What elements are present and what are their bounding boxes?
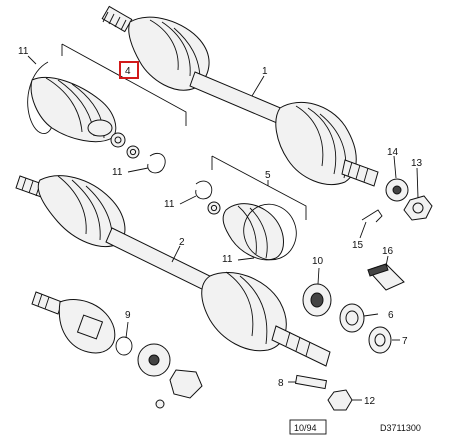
- callout-8: 8: [278, 378, 284, 389]
- callout-1: 1: [262, 66, 268, 77]
- callout-4-highlight: [119, 61, 139, 79]
- date-code: 10/94: [294, 423, 317, 433]
- callout-6: 6: [388, 310, 394, 321]
- callout-9: 9: [125, 310, 131, 321]
- callout-16: 16: [382, 246, 394, 257]
- callout-11-bottom: 11: [222, 254, 233, 265]
- hub-parts-right: [294, 178, 433, 411]
- drive-shaft-upper: [101, 5, 379, 187]
- callout-11-top: 11: [18, 46, 29, 57]
- boot-kit-middle: [195, 155, 307, 261]
- joint-parts-bottom-left: [31, 291, 203, 409]
- date-code-box: [289, 419, 327, 435]
- footer: 10/94 D3711300: [289, 419, 421, 435]
- callout-15: 15: [352, 240, 364, 251]
- callout-14: 14: [387, 147, 399, 158]
- callout-4: 4: [125, 66, 131, 77]
- reference-code: D3711300: [380, 423, 421, 433]
- callout-5: 5: [265, 170, 271, 181]
- callout-7: 7: [402, 336, 408, 347]
- callout-11-left: 11: [112, 167, 123, 178]
- callout-12: 12: [364, 396, 376, 407]
- callout-2: 2: [179, 237, 185, 248]
- boot-kit-left: [27, 43, 187, 174]
- callout-13: 13: [411, 158, 423, 169]
- leader-lines: [27, 55, 419, 401]
- callout-11-mid: 11: [164, 199, 175, 210]
- callout-10: 10: [312, 256, 324, 267]
- callouts: 1 2 4 5 6 7 8 9 10 11 11 11 11 12 13 14 …: [18, 46, 423, 407]
- drive-shaft-lower: [15, 175, 331, 367]
